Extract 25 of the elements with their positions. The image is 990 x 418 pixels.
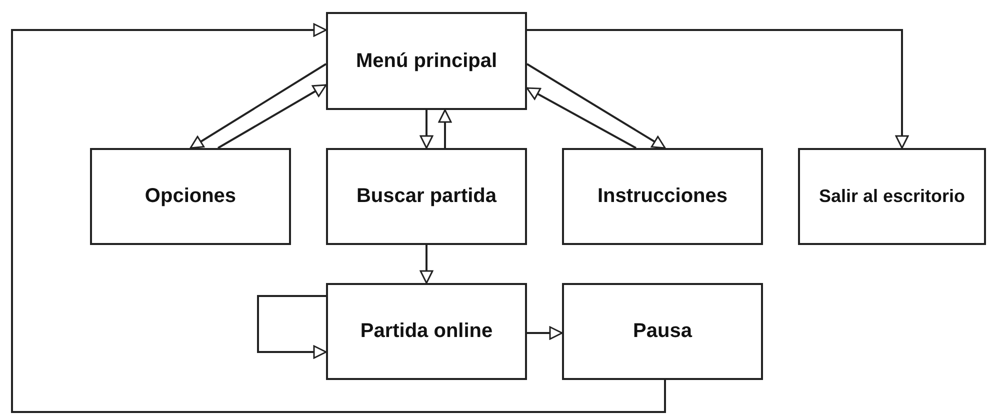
arrow	[420, 110, 434, 149]
menu-label: Partida online	[360, 320, 493, 343]
arrow	[190, 63, 327, 149]
arrow	[420, 245, 434, 284]
arrow	[257, 295, 327, 359]
menu-label: Opciones	[144, 185, 236, 208]
menu-box	[562, 148, 763, 245]
menu-box	[562, 283, 763, 380]
menu-label: Salir al escritorio	[818, 186, 966, 207]
menu-box	[90, 148, 291, 245]
menu-box	[798, 148, 986, 245]
arrow	[11, 23, 666, 413]
arrow	[218, 84, 327, 149]
arrow	[526, 87, 636, 149]
arrow	[527, 326, 563, 340]
menu-label: Pausa	[633, 320, 692, 343]
menu-label: Instrucciones	[597, 185, 728, 208]
arrow	[527, 29, 909, 149]
menu-box	[326, 283, 527, 380]
menu-box	[326, 148, 527, 245]
arrow	[526, 63, 666, 149]
menu-label: Buscar partida	[356, 185, 497, 208]
menu-label: Menú principal	[356, 50, 498, 72]
arrow	[438, 109, 452, 148]
menu-box	[326, 12, 527, 110]
